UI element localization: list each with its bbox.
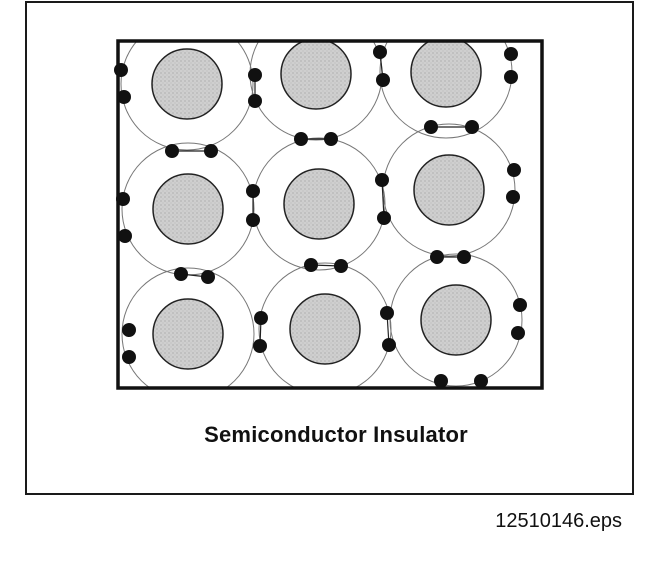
file-name-label: 12510146.eps [495, 510, 622, 532]
electron [253, 339, 267, 353]
electron [122, 350, 136, 364]
electron [380, 306, 394, 320]
electron [334, 259, 348, 273]
electron [506, 190, 520, 204]
electron [377, 211, 391, 225]
orbit-ring [121, 267, 255, 388]
electron [504, 47, 518, 61]
electron [513, 298, 527, 312]
orbit-ring [389, 253, 523, 387]
electron [165, 144, 179, 158]
electron [504, 70, 518, 84]
atom-nucleus [151, 48, 223, 120]
nuclei [151, 41, 492, 370]
electron [430, 250, 444, 264]
electrons [114, 45, 527, 388]
electron [117, 90, 131, 104]
electron [474, 374, 488, 388]
atom-nucleus [152, 173, 224, 245]
electron [204, 144, 218, 158]
diagram-caption: Semiconductor Insulator [204, 422, 468, 447]
electron [246, 213, 260, 227]
electron [324, 132, 338, 146]
atom-nucleus [280, 41, 352, 110]
electron [465, 120, 479, 134]
atom-nucleus [289, 293, 361, 365]
electron [373, 45, 387, 59]
orbit-ring [120, 41, 254, 151]
electron [122, 323, 136, 337]
electron [254, 311, 268, 325]
electron [201, 270, 215, 284]
electron [248, 68, 262, 82]
atom-nucleus [413, 154, 485, 226]
electron [294, 132, 308, 146]
electron [507, 163, 521, 177]
electron [457, 250, 471, 264]
electron [434, 374, 448, 388]
electron [118, 229, 132, 243]
lattice-border [116, 39, 544, 390]
electron [382, 338, 396, 352]
electron [304, 258, 318, 272]
electron [114, 63, 128, 77]
electron [248, 94, 262, 108]
electron [246, 184, 260, 198]
figure-frame [25, 1, 634, 495]
electron [424, 120, 438, 134]
atom-nucleus [283, 168, 355, 240]
electron [174, 267, 188, 281]
electron [376, 73, 390, 87]
electron [375, 173, 389, 187]
atom-nucleus [410, 41, 482, 108]
atom-nucleus [420, 284, 492, 356]
atom-nucleus [152, 298, 224, 370]
electron [511, 326, 525, 340]
